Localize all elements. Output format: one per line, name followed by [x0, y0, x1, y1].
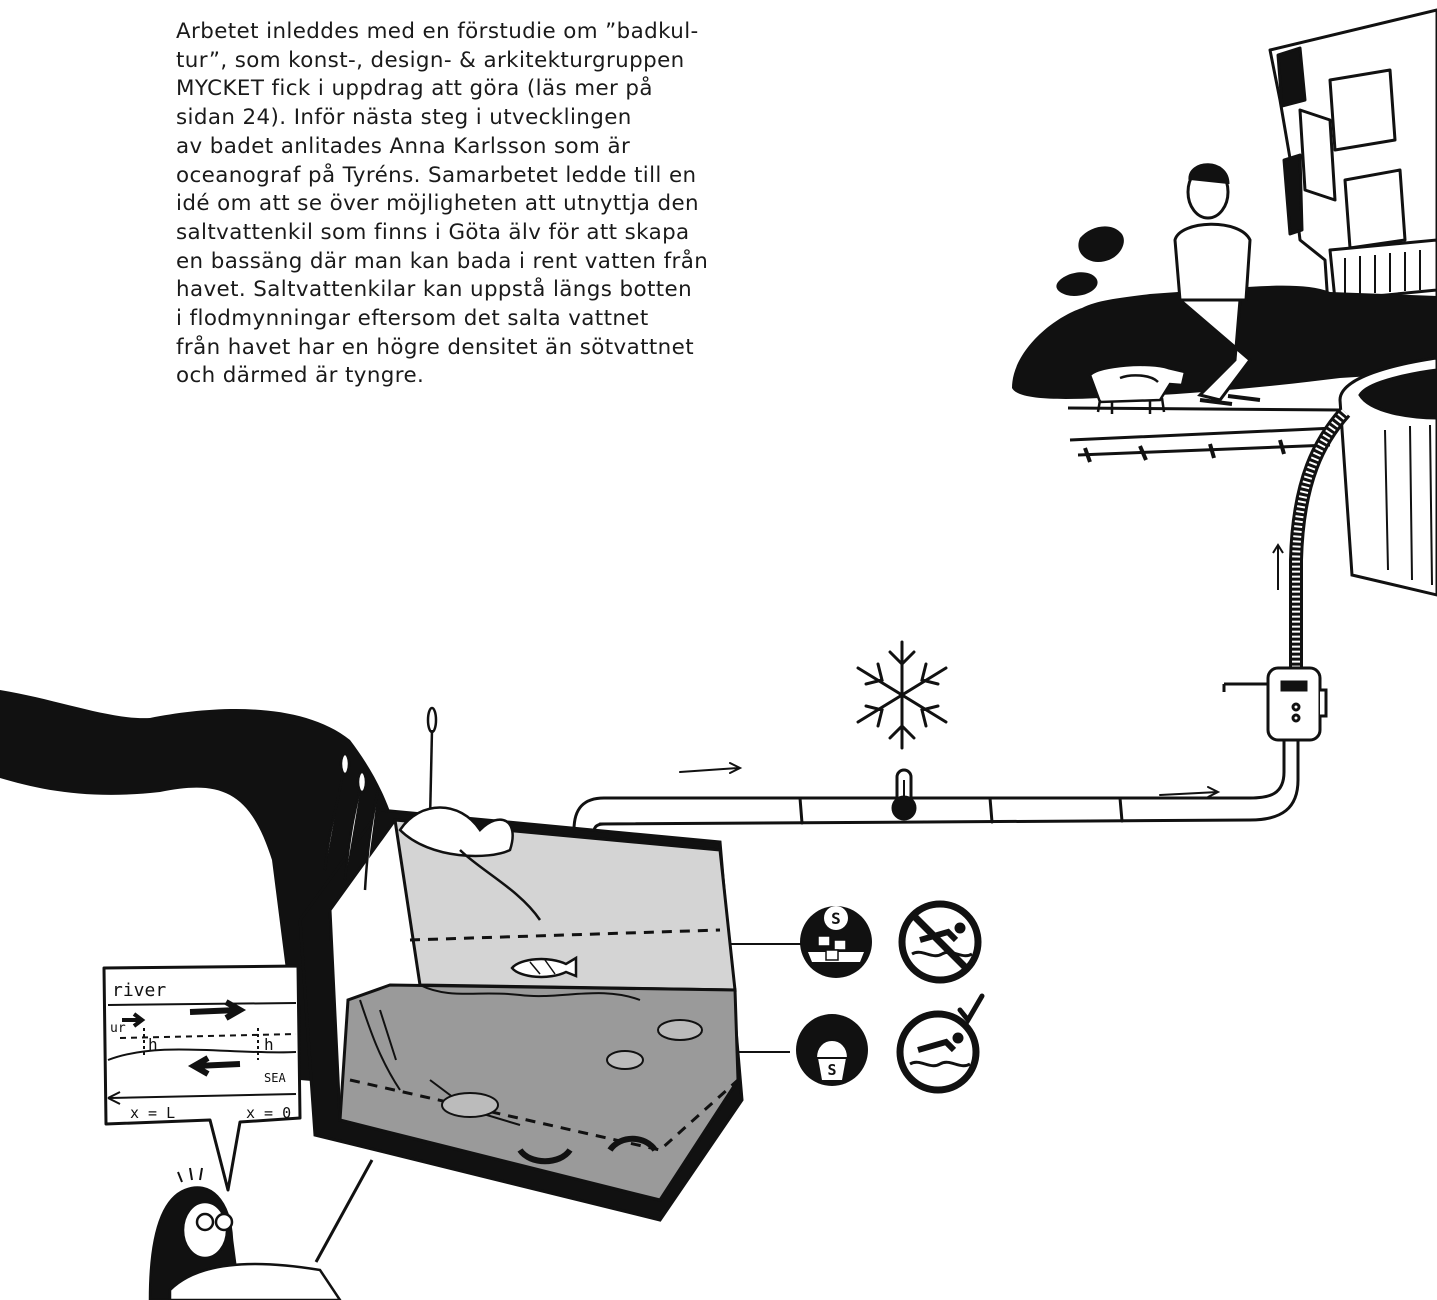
sketch-river-label: river: [112, 980, 166, 1001]
snowflake-icon: [856, 640, 948, 750]
dog: [1088, 363, 1187, 414]
sketch-x-left: x = L: [130, 1104, 175, 1122]
reeds: [323, 706, 542, 921]
presenter-figure: [148, 1159, 374, 1300]
intro-line: en bassäng där man kan bada i rent vatte…: [176, 248, 709, 274]
sketch-sea-label: SEA: [264, 1071, 286, 1085]
thermometer-icon: [891, 768, 917, 821]
intro-line: från havet har en högre densitet än sötv…: [176, 334, 694, 360]
intro-line: sidan 24). Inför nästa steg i utveckling…: [176, 105, 632, 131]
sauna-building: [1268, 8, 1437, 340]
hose: [1272, 407, 1351, 680]
basin-cutaway: [298, 808, 744, 1222]
intro-line: tur”, som konst-, design- & arkitekturgr…: [176, 47, 685, 73]
intro-line: av badet anlitades Anna Karlsson som är: [176, 133, 631, 159]
person-standing: [1173, 163, 1261, 406]
salt-dissolved-icon: S: [800, 906, 872, 978]
connector-lines: [730, 943, 806, 1053]
intro-line: i flodmynningar eftersom det salta vattn…: [176, 306, 649, 332]
salt-letter-bottom: S: [827, 1061, 836, 1079]
pump-unit: [1222, 666, 1328, 742]
salt-shaker-icon: S: [796, 1014, 868, 1086]
swimming-allowed-icon: [896, 993, 985, 1094]
fish-icon: [510, 955, 578, 979]
intro-line: idé om att se över möjligheten att utnyt…: [176, 191, 700, 217]
intro-line: MYCKET fick i uppdrag att göra (läs mer …: [176, 76, 653, 102]
pool-tank: [1338, 356, 1437, 597]
sketch-h-left: h: [148, 1035, 158, 1054]
intro-line: havet. Saltvattenkilar kan uppstå längs …: [176, 277, 693, 303]
intro-line: och därmed är tyngre.: [176, 363, 425, 389]
intro-paragraph: Arbetet inleddes med en förstudie om ”ba…: [176, 18, 756, 391]
intro-line: saltvattenkil som finns i Göta älv för a…: [176, 219, 690, 245]
saltwater-wedge-sketch: river ur h h SEA x = L x = 0: [102, 964, 302, 1192]
sketch-x-right: x = 0: [246, 1104, 291, 1122]
supply-pipe: [572, 738, 1300, 1052]
intro-line: oceanograf på Tyréns. Samarbetet ledde t…: [176, 162, 697, 188]
sketch-ur-label: ur: [110, 1021, 126, 1036]
no-swimming-icon: [898, 900, 982, 984]
salt-letter-top: S: [831, 909, 841, 928]
intro-line: Arbetet inleddes med en förstudie om ”ba…: [176, 19, 699, 44]
sketch-h-right: h: [264, 1035, 274, 1054]
